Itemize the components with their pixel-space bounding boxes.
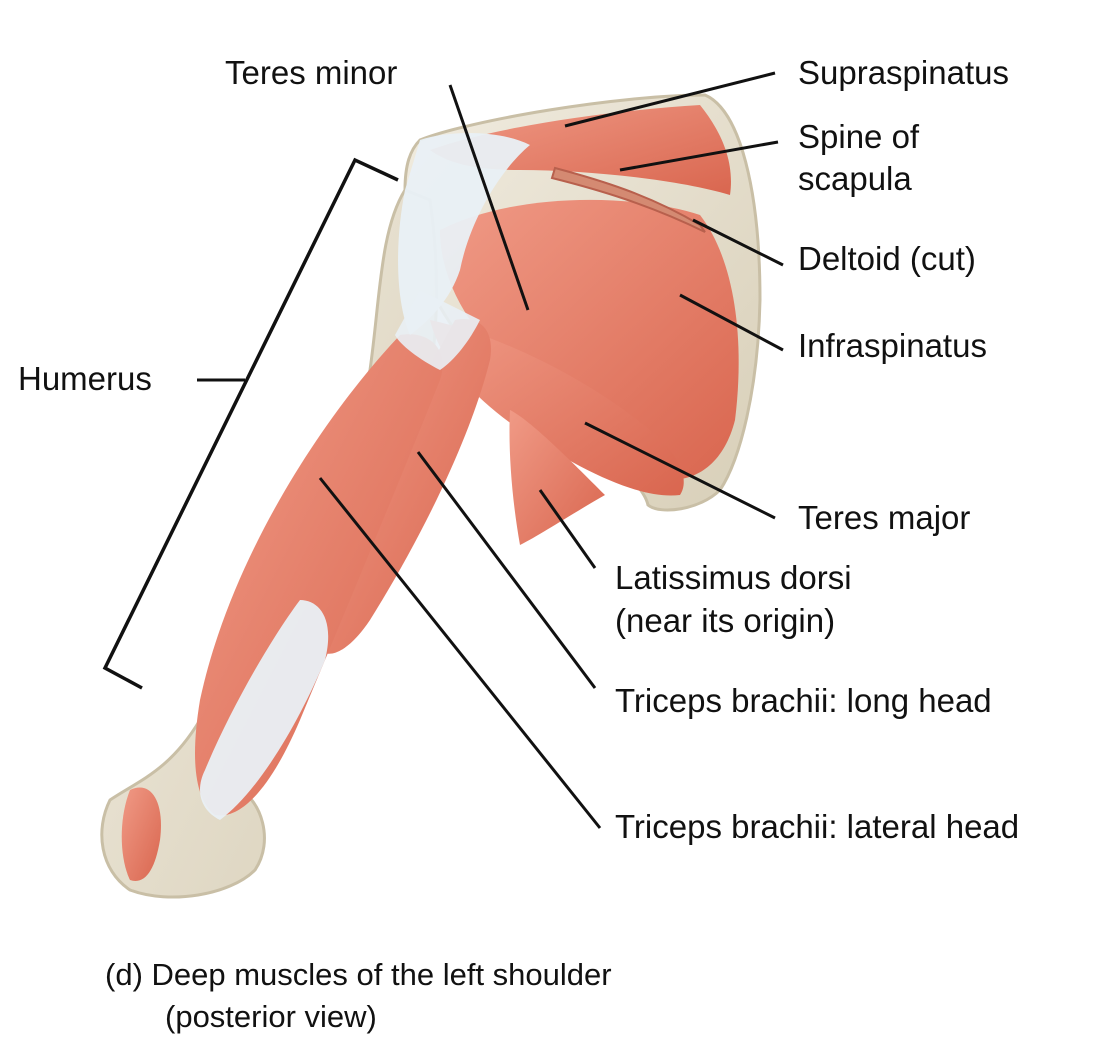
label-latissimus-line2: (near its origin) <box>615 602 836 639</box>
supraspinatus-muscle <box>430 105 731 195</box>
label-triceps-long: Triceps brachii: long head <box>615 682 992 719</box>
label-teres-minor: Teres minor <box>225 54 398 91</box>
supraspinatus-leader <box>564 71 776 128</box>
label-humerus: Humerus <box>18 360 152 397</box>
latissimus-leader <box>538 489 597 569</box>
spine-leader <box>619 140 779 172</box>
label-spine-line1: Spine of <box>798 118 920 155</box>
triceps-long-head-muscle <box>320 319 491 654</box>
label-triceps-lateral: Triceps brachii: lateral head <box>615 808 1020 845</box>
triceps-long-leader <box>416 451 597 689</box>
teres-major-muscle <box>430 320 684 496</box>
label-infraspinatus: Infraspinatus <box>798 327 987 364</box>
triceps-lower-tendon <box>200 600 329 820</box>
scapula-spine-ridge <box>550 166 706 233</box>
label-teres-major: Teres major <box>798 499 971 536</box>
triceps-lateral-leader <box>318 477 602 829</box>
latissimus-muscle <box>509 410 605 545</box>
teres-minor-leader <box>448 84 530 311</box>
deltoid-leader <box>692 218 784 267</box>
caption-line1: (d) Deep muscles of the left shoulder <box>105 957 612 992</box>
infraspinatus-leader <box>679 293 784 352</box>
label-spine-line2: scapula <box>798 160 912 197</box>
shoulder-tendons <box>398 133 530 335</box>
caption-line2: (posterior view) <box>165 999 377 1034</box>
label-deltoid: Deltoid (cut) <box>798 240 976 277</box>
humerus-bracket <box>102 157 399 690</box>
teres-major-leader <box>584 421 776 520</box>
triceps-upper-tendon <box>395 290 480 370</box>
label-latissimus-line1: Latissimus dorsi <box>615 559 852 596</box>
label-supraspinatus: Supraspinatus <box>798 54 1009 91</box>
elbow-muscle <box>121 787 161 881</box>
